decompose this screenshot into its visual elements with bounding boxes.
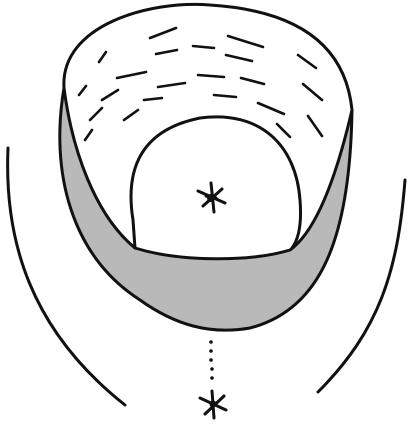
dotted-line <box>209 340 214 380</box>
inner-arch-left-foot <box>133 220 135 248</box>
hatch-marks <box>79 28 322 140</box>
center-star <box>198 183 225 212</box>
inner-arch <box>131 117 301 248</box>
lower-star <box>200 391 226 418</box>
